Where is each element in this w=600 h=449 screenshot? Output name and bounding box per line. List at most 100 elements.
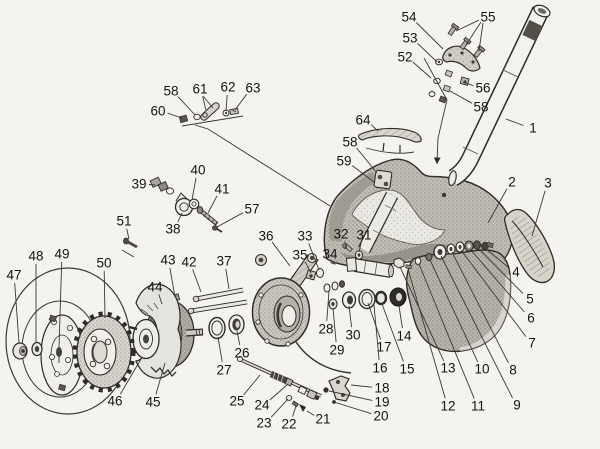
pin [405,264,413,270]
callout-29: 29 [329,307,345,358]
callout-49: 49 [54,247,70,348]
callout-number-16: 16 [372,361,387,376]
leader-line-8 [451,251,509,364]
callout-number-22: 22 [281,417,296,432]
leader-line-13 [399,266,445,361]
callout-number-1: 1 [529,121,537,136]
callout-32: 32 [333,227,349,250]
callout-number-39: 39 [131,177,146,192]
callout-number-60: 60 [150,104,165,119]
leader-line-37 [225,268,230,290]
leader-line-19 [328,390,373,401]
fastener-cluster [305,243,364,281]
callout-23: 23 [256,398,289,431]
torque-rods [187,287,248,315]
callout-52: 52 [397,50,432,79]
leader-line-63 [234,93,248,111]
trunnion [306,388,318,400]
callout-number-36: 36 [258,229,273,244]
callout-62: 62 [220,80,236,112]
washer-28 [323,283,331,293]
rod-eye [236,355,244,363]
callout-14: 14 [396,305,412,344]
callout-number-42: 42 [181,255,196,270]
callout-number-6: 6 [527,311,535,326]
callout-number-35: 35 [292,248,307,263]
callout-5: 5 [477,247,534,307]
axle-cap-47 [12,342,28,360]
leader-line-16 [373,304,380,361]
sprocket-teeth [72,311,136,393]
callout-number-58c: 58 [163,84,178,99]
leader-line-21 [306,410,315,416]
callout-57: 57 [216,202,260,228]
leader-line-25 [243,374,261,396]
callout-16: 16 [372,304,388,376]
leader-line-46 [119,358,142,395]
callout-21: 21 [306,410,331,427]
steering-tube [448,4,551,187]
callout-42: 42 [181,255,202,293]
leader-line-38 [177,212,183,223]
bit-57 [211,225,223,233]
bell-crank-18 [328,375,351,402]
callout-48: 48 [28,249,44,343]
leader-line-32 [344,241,348,250]
leader-line-36 [271,241,291,267]
sprocket [72,311,136,393]
callout-number-50: 50 [96,256,111,271]
pin-34 [330,260,336,265]
callout-3: 3 [531,176,552,237]
leader-line-41 [207,195,218,214]
leader-line-58c [177,96,196,116]
hub-plate [40,314,84,396]
callout-38: 38 [165,212,183,237]
callout-31: 31 [356,228,372,253]
callout-number-29: 29 [329,343,344,358]
bracket-screws-55 [447,22,486,58]
callout-41: 41 [207,182,230,214]
clamp-bracket-54 [442,45,481,72]
callout-35: 35 [292,248,312,274]
callout-number-61: 61 [192,82,207,97]
callout-number-23: 23 [256,416,271,431]
callout-43: 43 [160,253,176,298]
callout-number-56: 56 [475,81,490,96]
washer-40 [188,198,200,210]
callout-number-57: 57 [244,202,259,217]
leader-line-22 [292,405,297,417]
mounting-strip [181,115,244,127]
cone-34 [338,280,345,288]
plate-nut [58,383,67,392]
extra-leader-lines [194,21,484,207]
leader-line-4 [485,248,509,268]
callout-8: 8 [451,251,517,378]
callout-54: 54 [401,10,444,50]
leader-line-24 [269,384,288,401]
pivot-dot-19 [323,387,329,393]
leader-line-7 [460,249,527,337]
callout-number-54: 54 [401,10,417,25]
leader-line-17 [367,302,382,340]
callout-28: 28 [318,290,334,337]
callout-number-30: 30 [345,328,360,343]
extra-leader-2 [202,95,214,109]
callout-36: 36 [258,229,291,267]
callout-number-44: 44 [147,280,163,295]
callout-7: 7 [460,249,536,351]
ring-15 [374,290,388,306]
callout-40: 40 [190,163,206,201]
leader-line-11 [418,263,475,399]
callout-4: 4 [485,248,520,280]
leader-line-28 [326,290,330,322]
grommet-38 [174,192,194,217]
callout-number-40: 40 [190,163,205,178]
callout-59: 59 [336,154,375,183]
callout-64: 64 [355,113,379,132]
callout-number-48: 48 [28,249,43,264]
callout-number-59: 59 [336,154,351,169]
mount-bolt-group [393,252,433,270]
leader-line-56 [462,81,474,87]
leader-line-51 [126,228,130,240]
